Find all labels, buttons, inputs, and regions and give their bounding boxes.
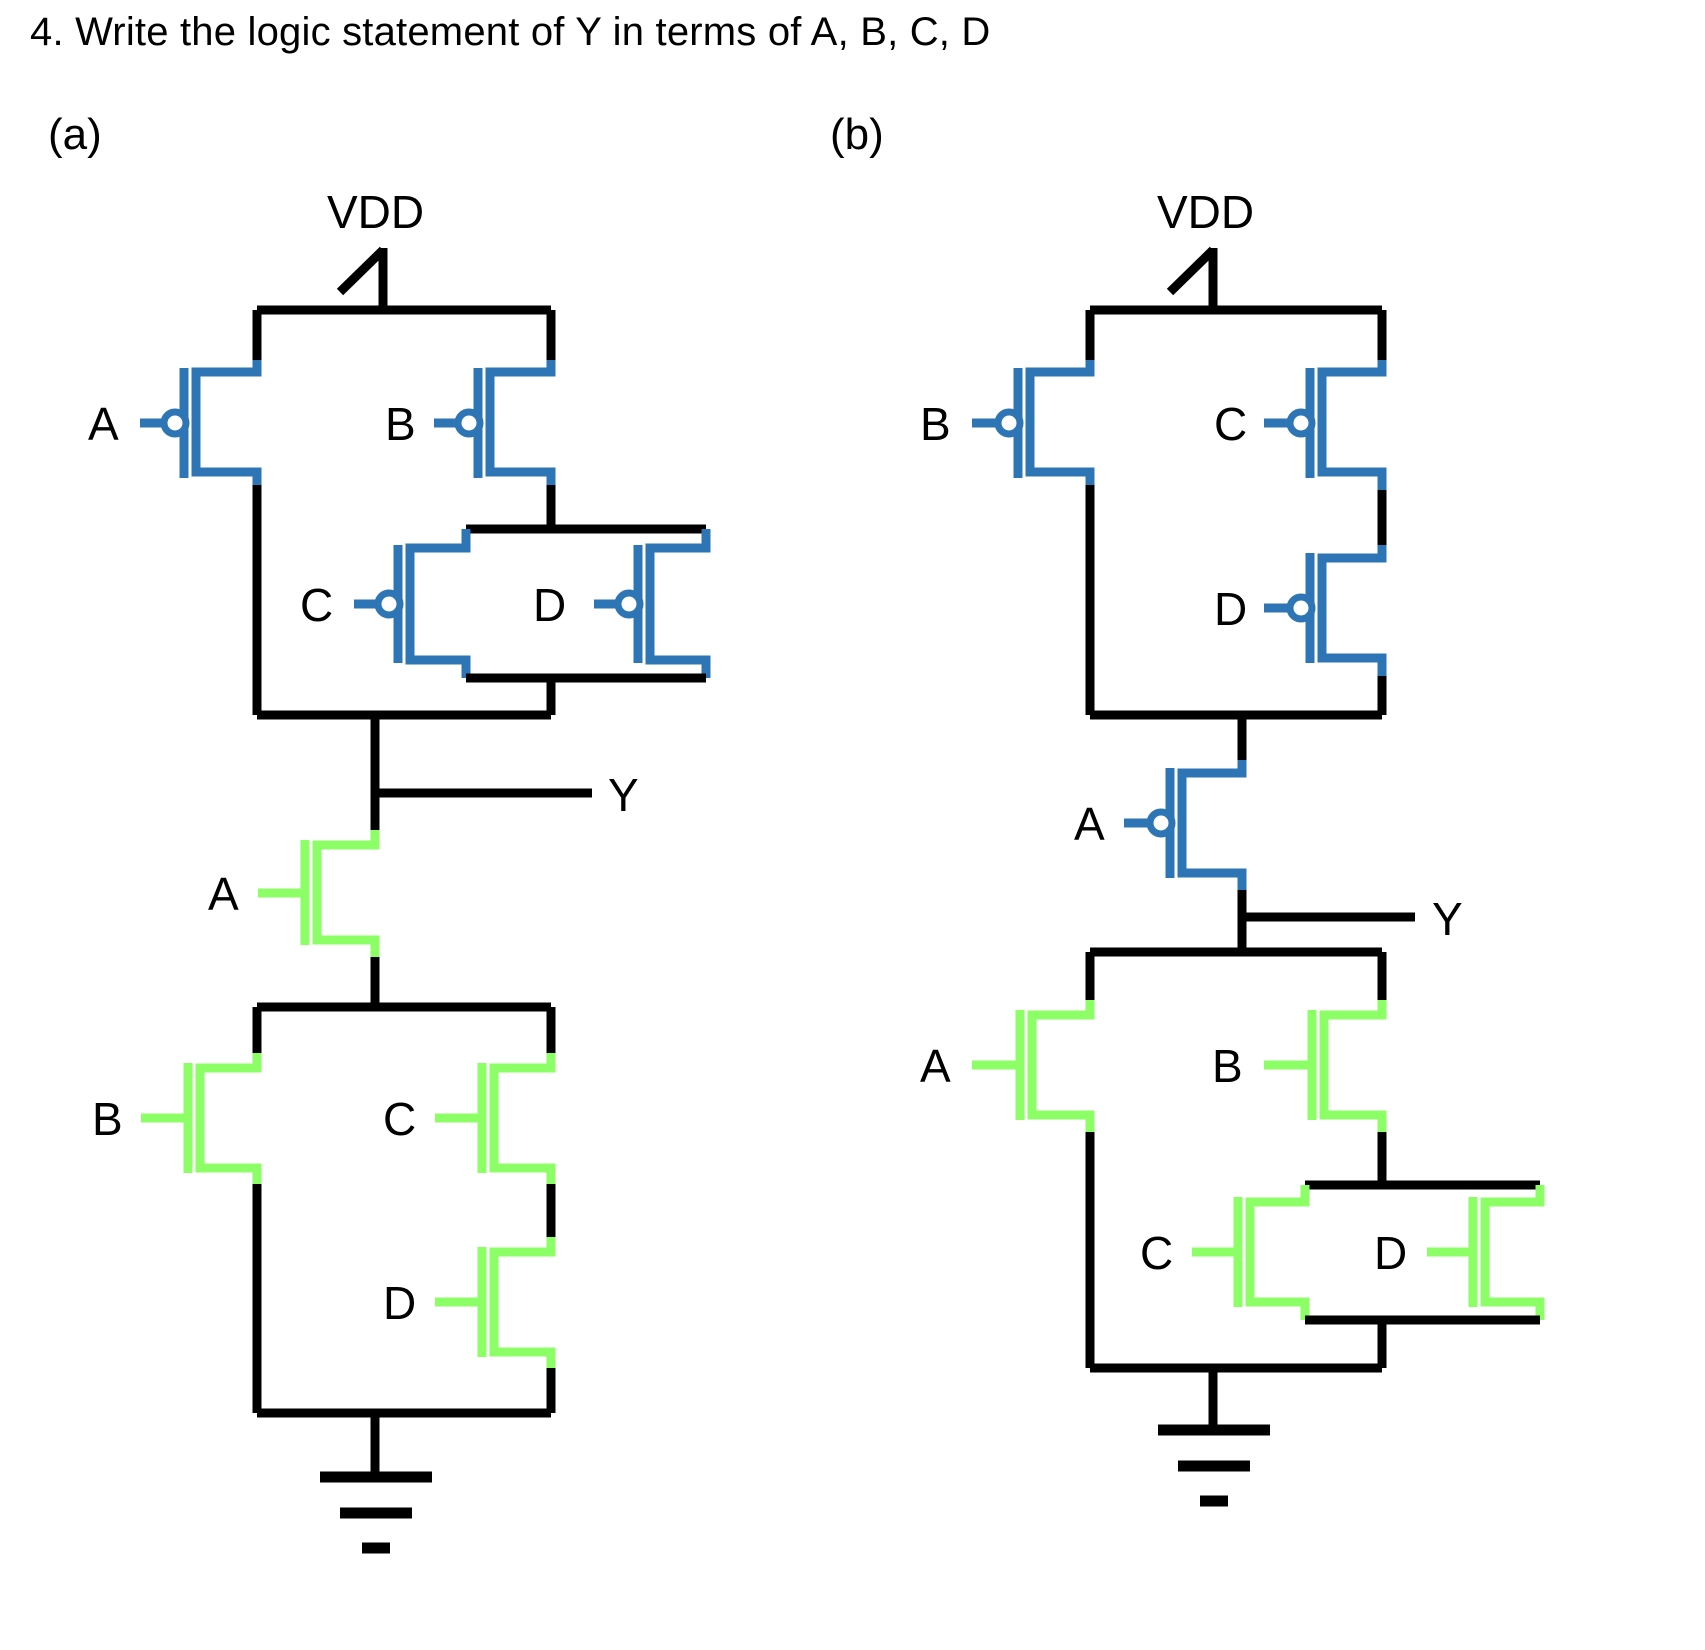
panel-label-a: (a) xyxy=(48,110,102,159)
pmos-gate-bubble xyxy=(1146,808,1176,838)
pmos-gate-bubble xyxy=(994,408,1024,438)
gate-label-b-nmos-D: D xyxy=(1374,1227,1407,1279)
pmos-gate-bubble xyxy=(1286,408,1316,438)
gate-label-a-nmos-D: D xyxy=(383,1277,416,1329)
gate-label-b-nmos-A: A xyxy=(920,1040,951,1092)
nmos-b-D: D xyxy=(1374,1185,1545,1320)
gate-label-a-pmos-B: B xyxy=(385,398,416,450)
gate-label-b-nmos-C: C xyxy=(1140,1227,1173,1279)
vdd-symbol-b xyxy=(1090,246,1382,315)
pmos-gate-bubble xyxy=(1286,593,1316,623)
pmos-gate-bubble xyxy=(160,408,190,438)
nmos-a-C: C xyxy=(383,1007,556,1184)
ground-symbol-b xyxy=(1090,1363,1382,1507)
gate-label-b-pmos-D: D xyxy=(1214,583,1247,635)
panel-label-b: (b) xyxy=(830,110,884,159)
nmos-a-A: A xyxy=(208,830,380,957)
ground-symbol-a xyxy=(257,1408,551,1554)
pmos-gate-bubble xyxy=(374,589,404,619)
pmos-a-D: D xyxy=(533,529,711,678)
output-label-b: Y xyxy=(1432,893,1463,945)
pmos-a-A: A xyxy=(88,310,262,485)
pmos-b-A: A xyxy=(1074,760,1247,890)
nmos-b-C: C xyxy=(1140,1185,1310,1320)
pmos-a-B: B xyxy=(385,310,556,485)
gate-label-b-pmos-A: A xyxy=(1074,798,1105,850)
pmos-a-C: C xyxy=(300,529,471,678)
gate-label-b-pmos-C: C xyxy=(1214,398,1247,450)
gate-label-a-nmos-C: C xyxy=(383,1093,416,1145)
gate-label-a-nmos-A: A xyxy=(208,868,239,920)
pmos-b-C: C xyxy=(1214,310,1387,490)
vdd-symbol-a xyxy=(257,246,551,315)
pmos-b-D: D xyxy=(1214,545,1387,676)
gate-label-b-nmos-B: B xyxy=(1212,1040,1243,1092)
nmos-b-A: A xyxy=(920,952,1095,1132)
pmos-b-B: B xyxy=(920,310,1095,485)
nmos-a-B: B xyxy=(92,1007,262,1184)
gate-label-a-nmos-B: B xyxy=(92,1093,123,1145)
nmos-b-B: B xyxy=(1212,952,1387,1132)
circuit-b: B C D xyxy=(920,246,1545,1507)
supply-label-a: VDD xyxy=(327,186,424,238)
circuit-a: A B C xyxy=(88,246,711,1554)
output-label-a: Y xyxy=(608,769,639,821)
pmos-gate-bubble xyxy=(614,589,644,619)
supply-label-b: VDD xyxy=(1157,186,1254,238)
gate-label-a-pmos-C: C xyxy=(300,579,333,631)
gate-label-a-pmos-A: A xyxy=(88,398,119,450)
pmos-gate-bubble xyxy=(454,408,484,438)
question-title: 4. Write the logic statement of Y in ter… xyxy=(30,10,991,54)
gate-label-b-pmos-B: B xyxy=(920,398,951,450)
nmos-a-D: D xyxy=(383,1237,556,1368)
gate-label-a-pmos-D: D xyxy=(533,579,566,631)
